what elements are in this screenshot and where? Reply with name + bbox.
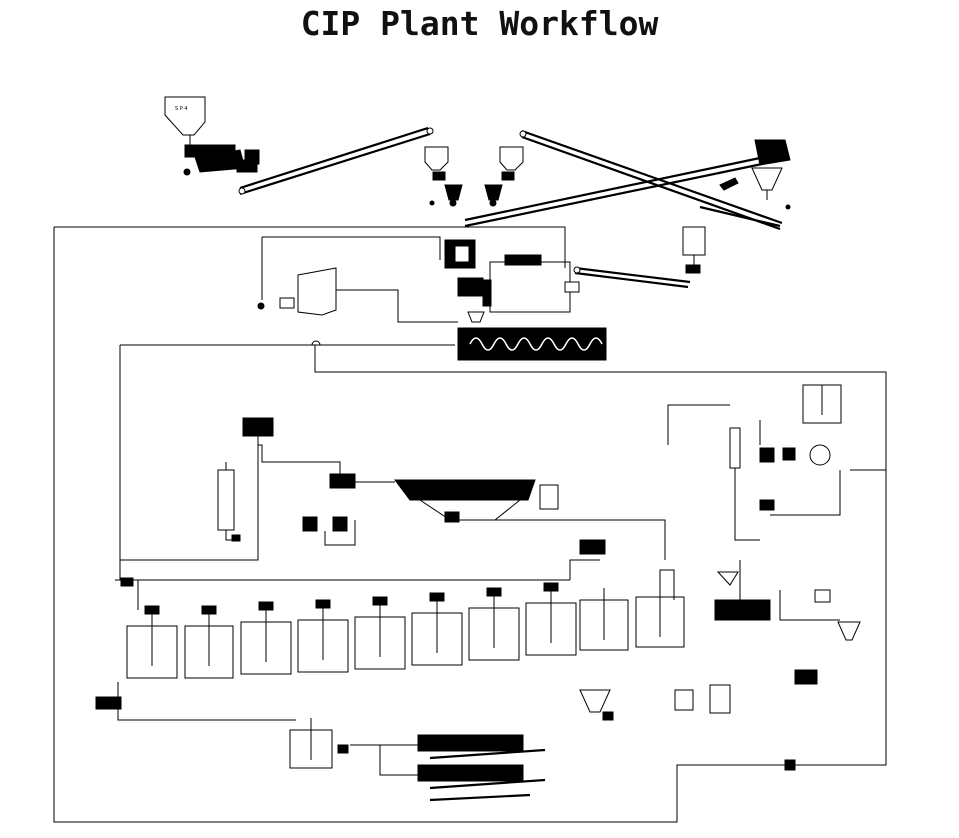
- filter-press-1: [350, 734, 546, 760]
- belt-conveyor-5: [573, 266, 691, 289]
- leach-tanks: [115, 539, 685, 679]
- feed-hopper-1: S P 4: [164, 96, 206, 145]
- smelting-furnace: [770, 469, 886, 685]
- leach-tank-8: [525, 582, 577, 656]
- fine-ore-bin-2: [484, 146, 524, 207]
- regeneration-kiln: [714, 560, 771, 621]
- carbon-sizing: [579, 684, 731, 721]
- leach-tank-5: [354, 596, 406, 670]
- fine-ore-bin-1: [424, 146, 463, 207]
- electrowinning-tank: [667, 384, 842, 466]
- filter-press-2: [379, 745, 546, 790]
- carbon-screen-column: [120, 417, 274, 561]
- belt-conveyor-2: [519, 129, 783, 231]
- spiral-classifier: [457, 311, 607, 361]
- ball-mill: [444, 239, 580, 313]
- process-lines: [53, 226, 887, 823]
- leach-tank-6: [411, 592, 463, 666]
- leach-tank-1: [126, 605, 178, 679]
- tail-pump: [95, 682, 296, 721]
- desorption-tank: [289, 718, 349, 769]
- leach-tank-10: [635, 585, 685, 648]
- leach-tank-4: [297, 599, 349, 673]
- hydrocyclone-box: [257, 267, 337, 316]
- leach-tank-9: [579, 588, 629, 651]
- thickener-screen: [355, 479, 666, 560]
- conveyor-tail: [429, 793, 531, 802]
- belt-conveyor-4: [699, 205, 781, 228]
- vibrating-feeder-1: [183, 144, 260, 176]
- final-pump: [784, 759, 796, 771]
- mill-feed-bin: [682, 226, 706, 274]
- carbon-pump: [258, 444, 356, 489]
- leach-tank-7: [468, 587, 520, 661]
- leach-tank-2: [184, 605, 234, 679]
- belt-conveyor-3: [464, 156, 763, 228]
- feed-hopper-label: S P 4: [175, 106, 188, 112]
- leach-tank-3: [240, 601, 292, 675]
- desorption-column: [729, 420, 796, 541]
- diagram-title: CIP Plant Workflow: [300, 4, 659, 43]
- cone-crusher: [719, 139, 791, 210]
- lime-dosing: [302, 516, 356, 546]
- belt-conveyor-1: [238, 126, 434, 196]
